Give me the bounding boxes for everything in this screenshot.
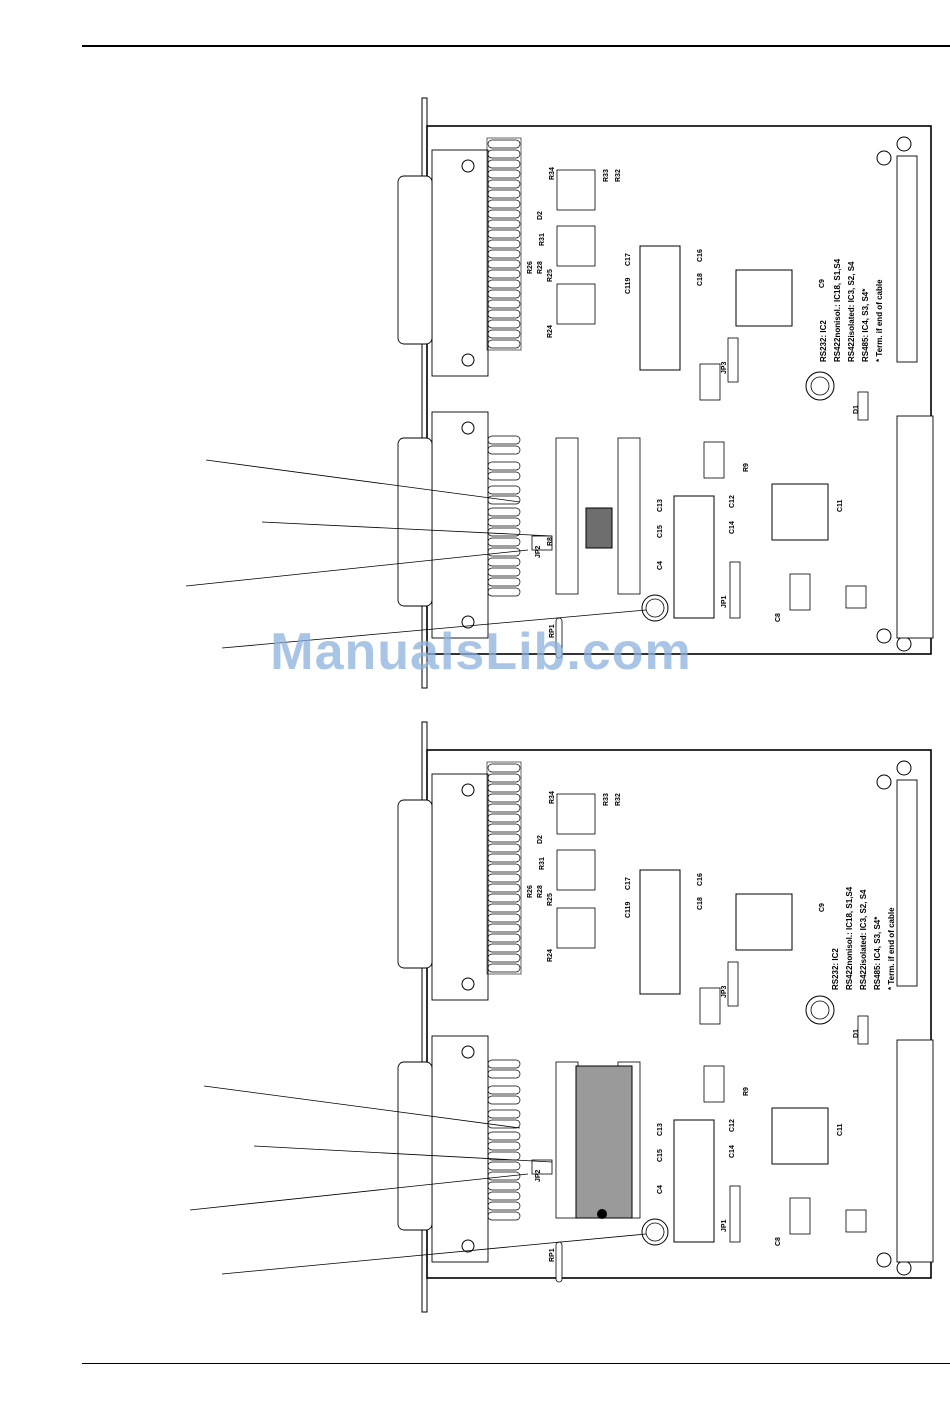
- svg-text:C11: C11: [837, 499, 844, 512]
- svg-text:R24: R24: [547, 949, 554, 962]
- callout-lines-top: [185, 459, 647, 649]
- svg-text:R24: R24: [547, 325, 554, 338]
- board-bottom: RS232: IC2 RS422nonisol.: IC18, S1,S4 RS…: [189, 721, 934, 1313]
- svg-text:R26: R26: [527, 885, 534, 898]
- svg-text:RS422nonisol.: IC18, S1,S4: RS422nonisol.: IC18, S1,S4: [833, 258, 842, 362]
- svg-text:RS232: IC2: RS232: IC2: [819, 320, 828, 362]
- svg-text:C8: C8: [775, 1237, 782, 1246]
- svg-text:C11: C11: [837, 1123, 844, 1136]
- svg-text:C17: C17: [625, 253, 632, 266]
- svg-text:R34: R34: [549, 791, 556, 804]
- svg-text:RS422isolated: IC3, S2, S4: RS422isolated: IC3, S2, S4: [847, 261, 856, 362]
- svg-text:C14: C14: [729, 1145, 736, 1158]
- svg-text:JP2: JP2: [535, 545, 542, 558]
- resistor-bank-bottom: [487, 763, 521, 973]
- svg-text:RS422isolated: IC3, S2, S4: RS422isolated: IC3, S2, S4: [859, 889, 868, 990]
- svg-text:C18: C18: [697, 897, 704, 910]
- svg-text:C13: C13: [657, 499, 664, 512]
- callout-lines-bottom: [189, 1085, 647, 1275]
- svg-text:JP3: JP3: [721, 985, 728, 998]
- svg-text:RS485: IC4, S3, S4*: RS485: IC4, S3, S4*: [873, 916, 882, 990]
- ic-8pin-installed: [585, 507, 613, 549]
- svg-text:R9: R9: [743, 1087, 750, 1096]
- header-rule: [82, 45, 950, 47]
- svg-text:C4: C4: [657, 1185, 664, 1194]
- ref-labels-top: R34 R33 R32 D2 R31 R26 R28 R25 R24 C17 C…: [527, 167, 860, 414]
- svg-text:R28: R28: [537, 885, 544, 898]
- watermark: ManualsLib.com: [270, 623, 692, 681]
- svg-text:R33: R33: [603, 793, 610, 806]
- svg-text:C13: C13: [657, 1123, 664, 1136]
- svg-text:* Term. if end of cable: * Term. if end of cable: [875, 279, 884, 362]
- svg-text:R26: R26: [527, 261, 534, 274]
- svg-text:R9: R9: [743, 463, 750, 472]
- svg-text:R32: R32: [615, 793, 622, 806]
- board-top: RS232: IC2 RS422nonisol.: IC18, S1,S4 RS…: [185, 97, 934, 689]
- svg-text:C18: C18: [697, 273, 704, 286]
- ref-labels-bottom-board: R34 R33 R32 D2 R31 R26 R28 R25 R24 C17 C…: [527, 791, 860, 1262]
- svg-text:JP2: JP2: [535, 1169, 542, 1182]
- svg-text:R8: R8: [547, 537, 554, 546]
- jumper-notes-top: RS232: IC2 RS422nonisol.: IC18, S1,S4 RS…: [819, 258, 884, 362]
- svg-text:C12: C12: [729, 1119, 736, 1132]
- ic-28pin-installed: [575, 1065, 633, 1219]
- svg-text:RS485: IC4, S3, S4*: RS485: IC4, S3, S4*: [861, 288, 870, 362]
- resistor-bank-lower-top: [487, 435, 521, 597]
- svg-text:C9: C9: [819, 903, 826, 912]
- footer-rule: [82, 1363, 950, 1364]
- svg-text:D2: D2: [537, 211, 544, 220]
- svg-text:D1: D1: [853, 405, 860, 414]
- svg-text:C14: C14: [729, 521, 736, 534]
- svg-text:C119: C119: [625, 902, 632, 918]
- svg-text:R25: R25: [547, 893, 554, 906]
- svg-text:R28: R28: [537, 261, 544, 274]
- svg-text:C16: C16: [697, 249, 704, 262]
- svg-text:C17: C17: [625, 877, 632, 890]
- jumper-notes-bottom: RS232: IC2 RS422nonisol.: IC18, S1,S4 RS…: [831, 886, 896, 990]
- svg-text:R32: R32: [615, 169, 622, 182]
- svg-text:C9: C9: [819, 279, 826, 288]
- svg-text:RP1: RP1: [549, 1248, 556, 1262]
- svg-text:D1: D1: [853, 1029, 860, 1038]
- resistor-bank-top: [487, 139, 521, 349]
- svg-text:C15: C15: [657, 525, 664, 538]
- svg-text:C16: C16: [697, 873, 704, 886]
- svg-text:C8: C8: [775, 613, 782, 622]
- svg-text:JP3: JP3: [721, 361, 728, 374]
- svg-text:JP1: JP1: [721, 595, 728, 608]
- svg-text:C4: C4: [657, 561, 664, 570]
- svg-text:RP1: RP1: [549, 624, 556, 638]
- svg-text:JP1: JP1: [721, 1219, 728, 1232]
- svg-text:RS232: IC2: RS232: IC2: [831, 948, 840, 990]
- svg-text:* Term. if end of cable: * Term. if end of cable: [887, 907, 896, 990]
- svg-text:C119: C119: [625, 278, 632, 294]
- svg-text:R33: R33: [603, 169, 610, 182]
- svg-text:D2: D2: [537, 835, 544, 844]
- svg-text:R31: R31: [539, 233, 546, 246]
- svg-text:R25: R25: [547, 269, 554, 282]
- svg-text:R34: R34: [549, 167, 556, 180]
- svg-text:RS422nonisol.: IC18, S1,S4: RS422nonisol.: IC18, S1,S4: [845, 886, 854, 990]
- svg-text:C15: C15: [657, 1149, 664, 1162]
- resistor-bank-lower-bottom: [487, 1059, 521, 1221]
- svg-text:C12: C12: [729, 495, 736, 508]
- ref-labels-bottom-section: C13 C15 C12 C14 R9 C11 JP2 JP1 C4 C8 RP1…: [535, 463, 844, 638]
- svg-text:R31: R31: [539, 857, 546, 870]
